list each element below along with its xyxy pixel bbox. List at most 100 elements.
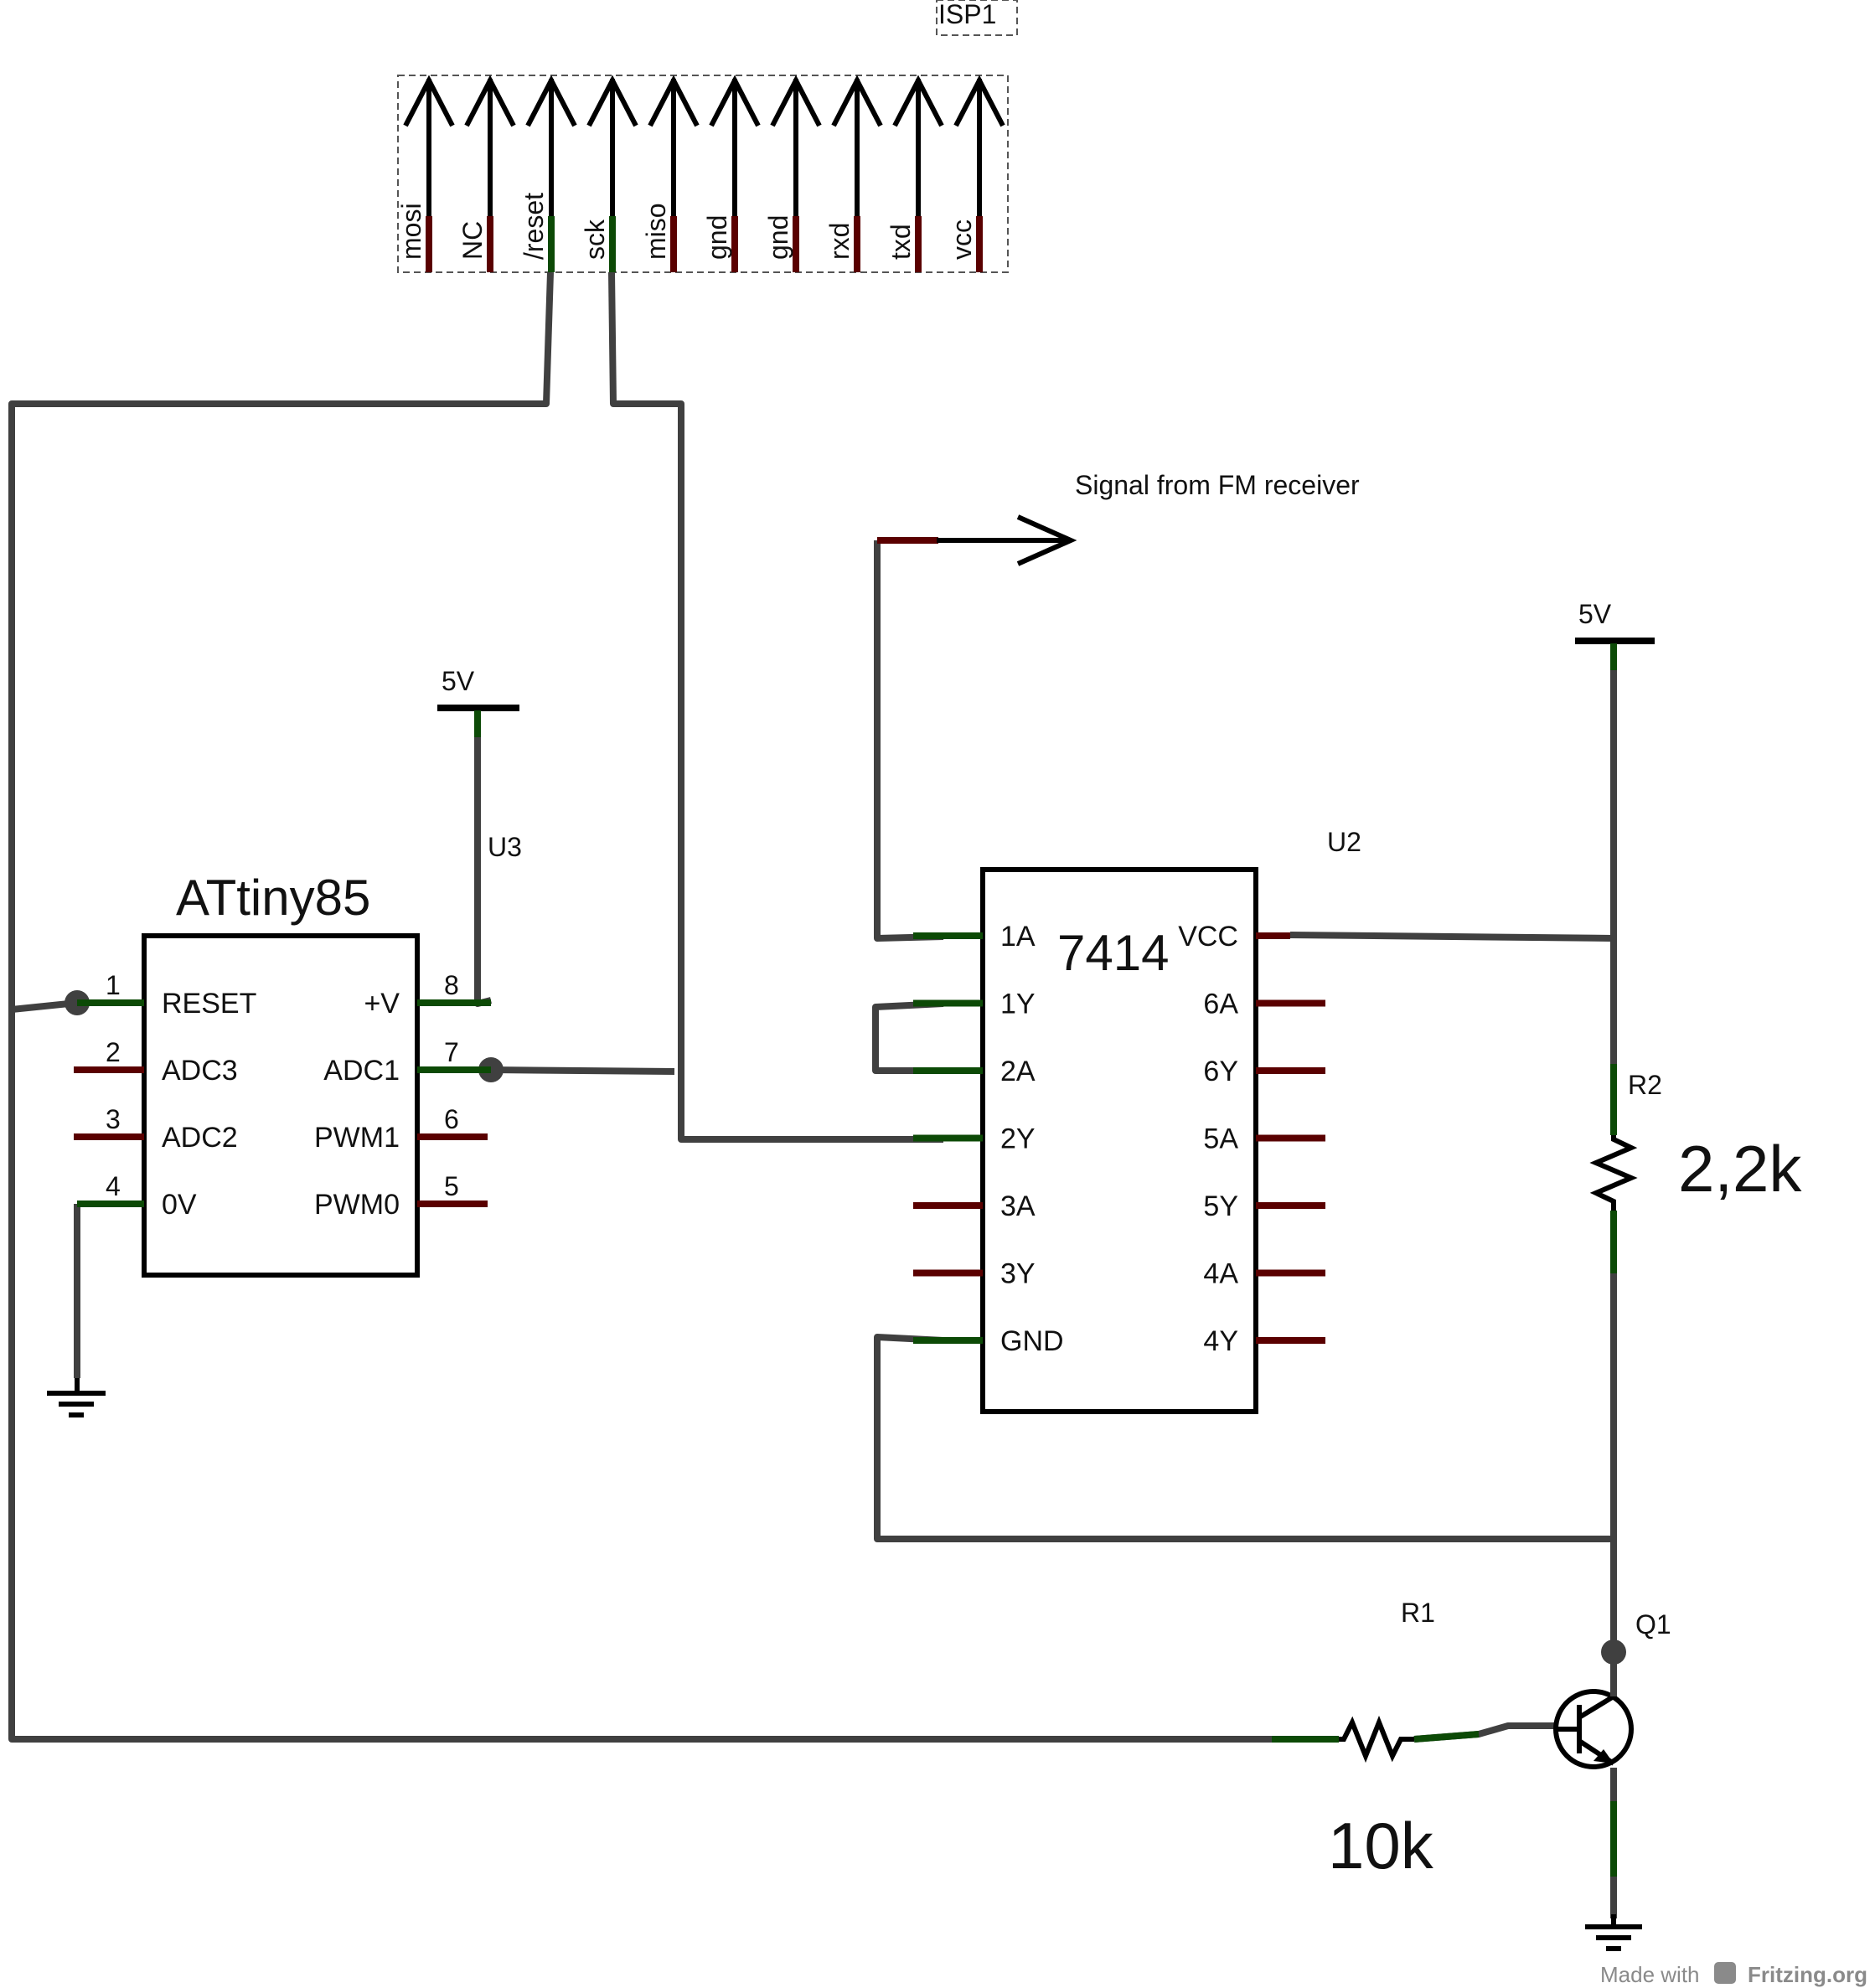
r1-value: 10k — [1328, 1809, 1434, 1882]
u2-body — [980, 867, 1258, 1414]
u3-attiny85: ATtiny85 U3 1RESET2ADC33ADC240V8+V7ADC16… — [74, 832, 522, 1278]
power-label: 5V — [1578, 599, 1612, 629]
u3-part: ATtiny85 — [176, 870, 370, 926]
q1-transistor: Q1 — [1553, 1609, 1671, 1877]
arrow-up-icon — [403, 75, 455, 127]
u2-pin-name: 5Y — [1203, 1190, 1238, 1222]
r2-zigzag — [1589, 1135, 1638, 1211]
q1-emitter-arrow — [1593, 1749, 1614, 1763]
u3-pin-number: 6 — [444, 1104, 459, 1134]
isp-pin-rxd: rxd — [824, 75, 883, 272]
u3-pin-name: 0V — [162, 1189, 197, 1221]
arrow-up-icon — [464, 75, 516, 127]
isp-pin-label: rxd — [824, 223, 855, 260]
u3-pin-number: 8 — [444, 970, 459, 1000]
u3-pin-name: PWM0 — [314, 1189, 400, 1221]
arrow-up-icon — [709, 75, 761, 127]
r1-stub-right — [1413, 1731, 1480, 1743]
isp-pin-label: sck — [580, 219, 610, 260]
u3-pin-number: 2 — [106, 1037, 121, 1067]
u2-pin-name: VCC — [1178, 921, 1238, 953]
arrow-up-icon — [892, 75, 944, 127]
u2-part: 7414 — [1057, 925, 1169, 981]
ground-q1 — [1585, 1914, 1642, 1951]
signal-label: Signal from FM receiver — [1075, 470, 1360, 500]
wire-sck — [608, 271, 943, 1143]
isp-pin-label: vcc — [947, 219, 977, 260]
u2-pin-name: 4A — [1203, 1258, 1238, 1290]
footer-made-with: Made with — [1600, 1962, 1700, 1987]
arrow-up-icon — [831, 75, 883, 127]
arrow-up-icon — [953, 75, 1005, 127]
u2-ref: U2 — [1327, 827, 1361, 857]
u2-pin-name: 6Y — [1203, 1056, 1238, 1087]
isp-pin-gnd: gnd — [702, 75, 761, 272]
arrow-up-icon — [770, 75, 822, 127]
u2-pin-name: GND — [1000, 1325, 1064, 1357]
u3-pin-name: ADC1 — [323, 1055, 400, 1087]
isp-ref: ISP1 — [938, 0, 996, 29]
u3-pin-name: PWM1 — [314, 1122, 400, 1154]
isp-pin-nc: NC — [457, 75, 516, 272]
r1-zigzag — [1339, 1715, 1414, 1763]
wire-1y-2a — [872, 1000, 944, 1074]
u3-pin-number: 7 — [444, 1037, 459, 1067]
fritzing-logo-icon — [1714, 1962, 1736, 1984]
u3-pin-name: ADC3 — [162, 1055, 238, 1087]
u3-pin-name: RESET — [162, 988, 256, 1020]
isp-pin-label: NC — [457, 221, 488, 260]
isp-pin-gnd: gnd — [763, 75, 822, 272]
r2-ref: R2 — [1628, 1070, 1662, 1100]
power-5v-r2: 5V — [1575, 599, 1655, 670]
u3-body — [142, 933, 420, 1278]
u2-pin-name: 1Y — [1000, 989, 1036, 1020]
u3-pin-number: 1 — [106, 970, 121, 1000]
signal-arrow: Signal from FM receiver — [877, 470, 1360, 566]
r1-resistor: R1 10k — [1272, 1598, 1480, 1882]
footer-brand: Fritzing.org — [1748, 1962, 1867, 1987]
wires — [8, 271, 1617, 1918]
isp-pin-label: miso — [641, 203, 671, 260]
u2-pin-name: 5A — [1203, 1123, 1238, 1155]
r2-resistor: R2 2,2k — [1589, 1064, 1802, 1273]
wire-r1-left — [8, 1009, 1272, 1743]
isp-outline — [397, 75, 1009, 273]
u2-pin-name: 3Y — [1000, 1258, 1036, 1290]
u3-pin-name: ADC2 — [162, 1122, 238, 1154]
wire-u2-vcc — [1289, 932, 1614, 942]
power-5v-u3: 5V — [437, 666, 519, 737]
q1-collector — [1578, 1694, 1615, 1720]
wire-reset — [8, 271, 554, 1013]
isp-ref-box — [936, 0, 1018, 36]
ground-u3 — [47, 1378, 106, 1417]
isp-pin-vcc: vcc — [947, 75, 1005, 272]
isp-pin-label: gnd — [702, 215, 732, 260]
r2-value: 2,2k — [1678, 1132, 1802, 1206]
power-label: 5V — [442, 666, 475, 696]
isp-pin-mosi: mosi — [396, 75, 455, 272]
wire-u2-gnd — [874, 1334, 1614, 1542]
r1-ref: R1 — [1401, 1598, 1435, 1628]
u2-pin-name: 3A — [1000, 1190, 1036, 1222]
arrow-up-icon — [586, 75, 638, 127]
u3-pin-number: 5 — [444, 1171, 459, 1201]
signal-arrowhead — [1016, 514, 1077, 566]
u2-pin-name: 4Y — [1203, 1325, 1238, 1357]
u3-pin-number: 4 — [106, 1171, 121, 1201]
isp-pin-miso: miso — [641, 75, 700, 272]
arrow-up-icon — [648, 75, 700, 127]
isp-pin-label: gnd — [763, 215, 793, 260]
wire-adc1 — [490, 1066, 675, 1075]
isp-pin-sck: sck — [580, 75, 638, 272]
u2-pin-name: 2A — [1000, 1056, 1036, 1087]
isp-pin-label: txd — [886, 224, 916, 260]
isp-pin-reset: /reset — [519, 75, 577, 272]
u3-pin-name: +V — [364, 988, 400, 1020]
u2-pin-name: 1A — [1000, 921, 1036, 953]
